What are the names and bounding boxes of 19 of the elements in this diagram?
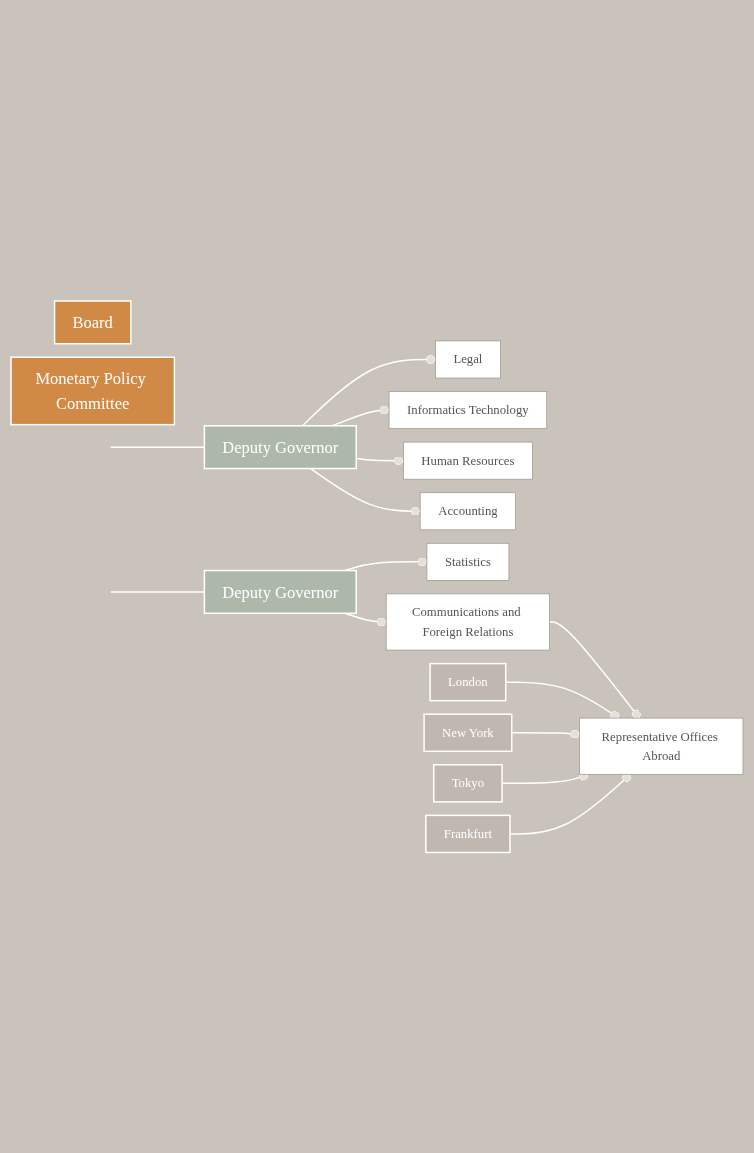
node-box: New York: [423, 713, 513, 752]
node-box: Legal: [435, 340, 501, 379]
node-box: Board: [53, 300, 132, 345]
connector: [548, 621, 641, 719]
node-box: Deputy Governor: [203, 424, 357, 470]
node-box: Informatics Technology: [388, 390, 548, 429]
node-box: Tokyo: [432, 763, 503, 803]
node-box: Representative Offices Abroad: [579, 717, 744, 775]
connector: [309, 467, 421, 516]
node-box: London: [429, 662, 507, 702]
node-box: Deputy Governor: [203, 569, 357, 614]
node-box: Frankfurt: [425, 814, 511, 853]
node-box: Statistics: [426, 542, 510, 581]
node-box: Monetary Policy Committee: [10, 356, 176, 426]
node-box: Human Resources: [403, 441, 533, 480]
connector: [301, 354, 437, 427]
connector: [511, 729, 581, 739]
node-box: Communications and Foreign Relations: [385, 593, 550, 651]
node-box: Accounting: [419, 492, 516, 530]
